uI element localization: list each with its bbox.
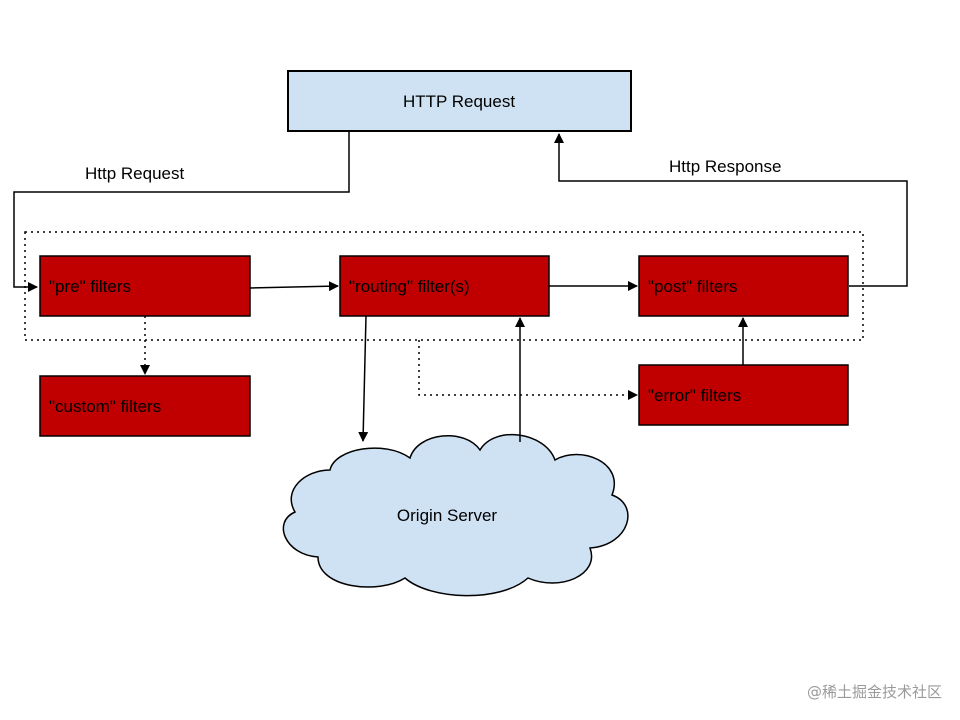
post-filters-node: "post" filters xyxy=(638,255,849,317)
origin-server-cloud: Origin Server xyxy=(282,433,629,597)
request-arrow xyxy=(13,131,350,292)
response-arrow xyxy=(554,133,908,287)
pre-filters-node: "pre" filters xyxy=(39,255,251,317)
post-filters-label: "post" filters xyxy=(648,277,738,296)
filter-chain-boundary xyxy=(24,231,864,341)
http-request-node: HTTP Request xyxy=(287,70,632,132)
routing-to-error-dotted-arrow xyxy=(418,340,638,400)
pre-filters-label: "pre" filters xyxy=(49,277,131,296)
error-filters-label: "error" filters xyxy=(648,386,741,405)
pre-to-routing-arrow xyxy=(249,281,339,292)
http-request-edge-label: Http Request xyxy=(85,164,184,183)
http-response-edge-label: Http Response xyxy=(669,157,781,176)
custom-filters-node: "custom" filters xyxy=(39,375,251,437)
watermark-text: @稀土掘金技术社区 xyxy=(806,683,942,701)
http-request-node-label: HTTP Request xyxy=(403,92,515,111)
custom-filters-label: "custom" filters xyxy=(49,397,161,416)
routing-to-origin-arrow xyxy=(358,315,369,442)
error-filters-node: "error" filters xyxy=(638,364,849,426)
routing-filters-node: "routing" filter(s) xyxy=(339,255,550,317)
routing-filters-label: "routing" filter(s) xyxy=(349,277,470,296)
origin-server-label: Origin Server xyxy=(397,506,497,525)
